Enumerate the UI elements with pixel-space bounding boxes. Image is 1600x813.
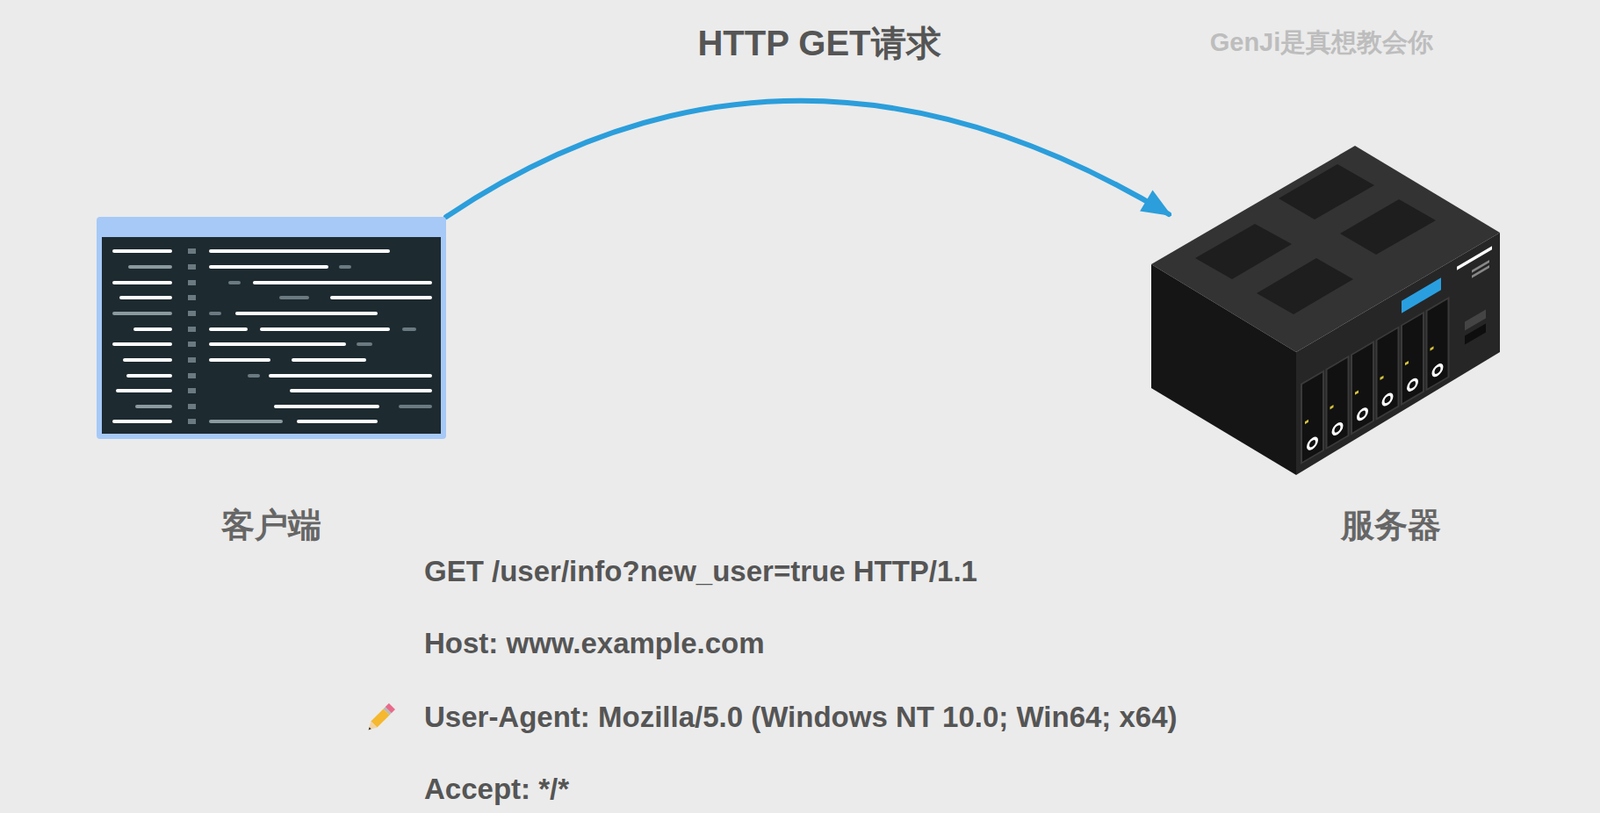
- code-window-illustration: [96, 216, 447, 440]
- header-line: Host: www.example.com: [424, 627, 765, 661]
- header-line: User-Agent: Mozilla/5.0 (Windows NT 10.0…: [424, 700, 1178, 735]
- client-node: 客户端: [96, 216, 447, 552]
- pencil-icon: [361, 699, 399, 737]
- edge-label: HTTP GET请求: [691, 19, 946, 68]
- server-illustration: [1151, 145, 1500, 476]
- watermark: GenJi是真想教会你: [1210, 25, 1435, 61]
- request-arrow: [446, 100, 1169, 217]
- header-line: Accept: */*: [424, 772, 570, 807]
- request-line: GET /user/info?new_user=true HTTP/1.1: [424, 554, 978, 589]
- node-label: 客户端: [221, 503, 322, 548]
- arrow-head: [1139, 190, 1172, 217]
- node-label: 服务器: [1340, 503, 1442, 548]
- server-node: 服务器: [1151, 145, 1500, 552]
